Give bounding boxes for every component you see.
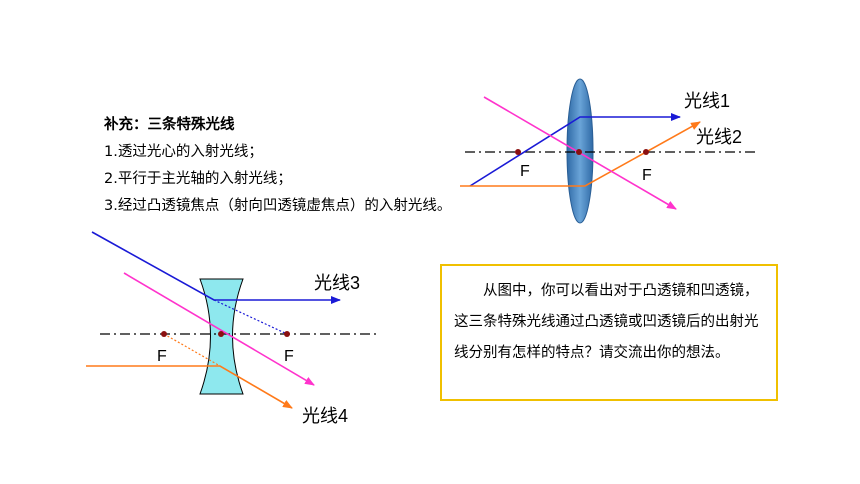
convex-focus-left-dot (515, 149, 521, 155)
ray-label-2: 光线2 (696, 127, 742, 147)
supplement-item-2: 2.平行于主光轴的入射光线； (104, 171, 292, 187)
concave-focus-left-label: F (157, 348, 167, 365)
concave-lens-diagram: F F 光线3 光线4 (86, 231, 378, 426)
concave-focus-left-dot (161, 331, 167, 337)
ray-3-extension (213, 299, 288, 335)
convex-optical-center-dot (576, 149, 582, 155)
ray-4 (86, 365, 293, 409)
supplement-item-3: 3.经过凸透镜焦点（射向凹透镜虚焦点）的入射光线。 (104, 198, 452, 214)
concave-optical-center-dot (218, 331, 224, 337)
ray-label-1: 光线1 (684, 91, 730, 111)
concave-focus-right-label: F (284, 348, 294, 365)
ray-concave-optical-center (123, 272, 315, 386)
convex-lens-diagram: F F 光线1 光线2 (460, 78, 755, 224)
supplement-text-block: 补充：三条特殊光线 1.透过光心的入射光线； 2.平行于主光轴的入射光线； 3.… (104, 112, 544, 220)
question-text: 从图中，你可以看出对于凸透镜和凹透镜，这三条特殊光线通过凸透镜或凹透镜后的出射光… (454, 283, 759, 361)
ray-2 (460, 121, 701, 187)
supplement-title: 补充：三条特殊光线 (104, 117, 235, 133)
concave-focus-right-dot (284, 331, 290, 337)
ray-label-3: 光线3 (314, 273, 360, 293)
ray-label-4: 光线4 (302, 406, 348, 426)
ray-1 (469, 113, 681, 187)
convex-focus-right-dot (643, 149, 649, 155)
convex-focus-right-label: F (642, 167, 652, 184)
question-box: 从图中，你可以看出对于凸透镜和凹透镜，这三条特殊光线通过凸透镜或凹透镜后的出射光… (440, 264, 778, 401)
ray-4-extension (163, 333, 221, 367)
convex-focus-left-label: F (520, 163, 530, 180)
supplement-item-1: 1.透过光心的入射光线； (104, 144, 263, 160)
